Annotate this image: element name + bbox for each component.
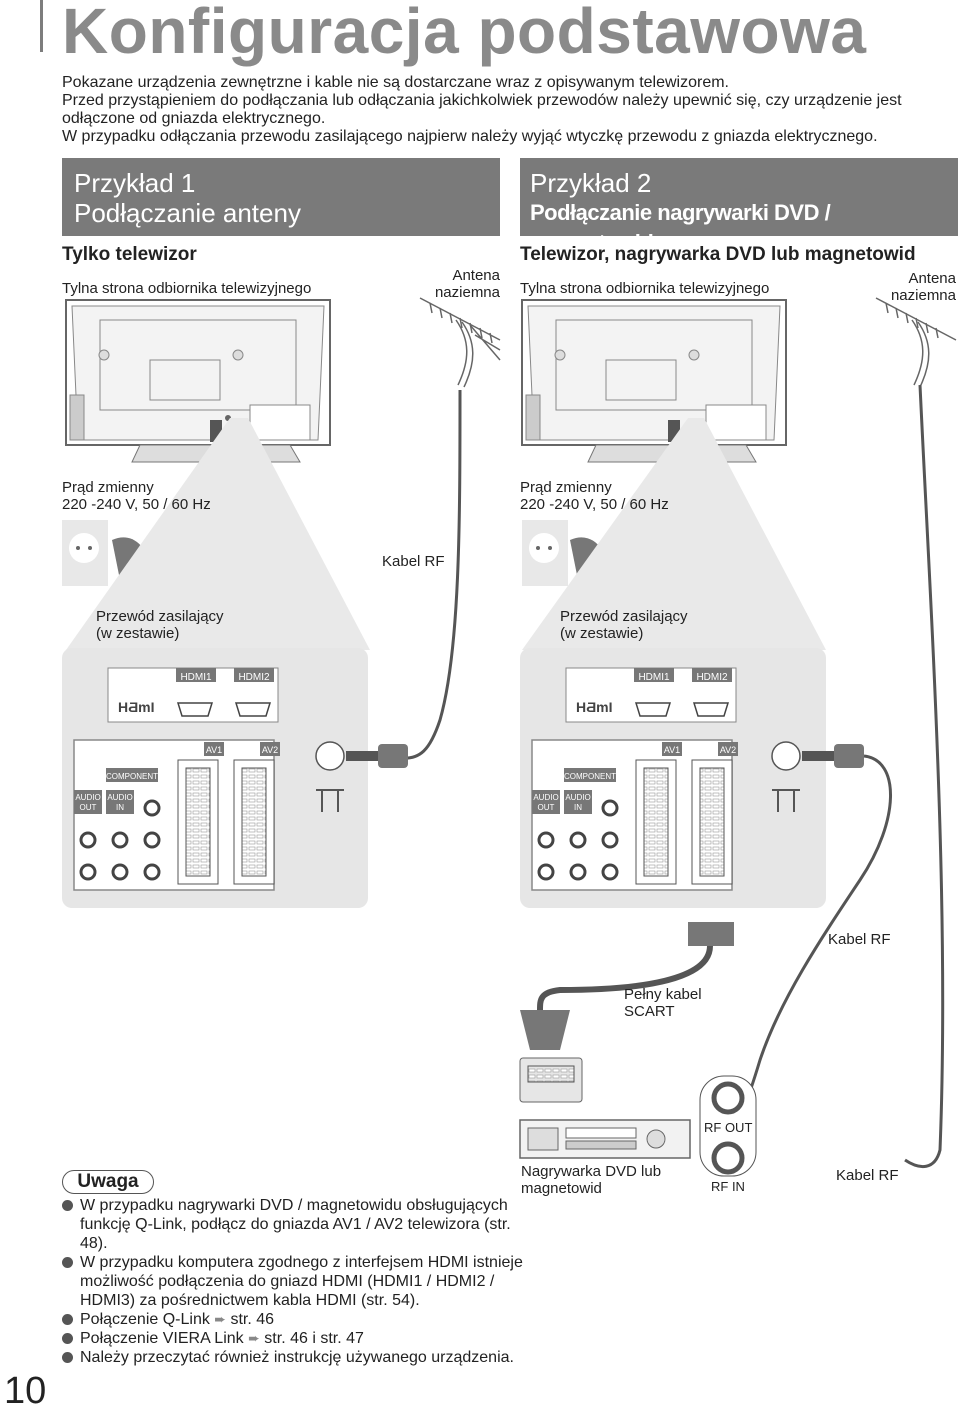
viera-ref: str. 46 i str. 47 (264, 1330, 364, 1347)
recorder-line1: Nagrywarka DVD lub (521, 1163, 662, 1180)
example2-ac-label: Prąd zmienny 220 -240 V, 50 / 60 Hz (520, 479, 669, 513)
scart-plug-bottom (520, 1010, 570, 1050)
rf-plug-example2 (834, 744, 864, 768)
example2-power-line1: Przewód zasilający (560, 608, 688, 625)
note-item-last: Należy przeczytać również instrukcję uży… (62, 1348, 532, 1367)
example1-heading: Przykład 1 (74, 168, 196, 198)
av1-label-2: AV1 (664, 745, 680, 755)
audio-in-label-2b: IN (574, 803, 582, 812)
example2-antenna-label: Antena naziemna (870, 270, 956, 304)
example2-rf-cable-bottom-label: Kabel RF (836, 1167, 899, 1184)
page-number: 10 (4, 1370, 47, 1412)
example1-power-cord-label: Przewód zasilający (w zestawie) (96, 608, 224, 642)
intro-text: Pokazane urządzenia zewnętrzne i kable n… (62, 74, 952, 146)
audio-in-label-1b: AUDIO (565, 793, 590, 802)
zoom-wedge-example2 (522, 418, 826, 650)
audio-in-label-2: IN (116, 803, 124, 812)
note-item-qlink: Połączenie Q-Link ➨ str. 46 (62, 1310, 532, 1329)
audio-out-label-1b: AUDIO (533, 793, 558, 802)
note-item-1: W przypadku nagrywarki DVD / magnetowidu… (62, 1196, 532, 1253)
example1-antenna-line2: naziemna (434, 284, 500, 301)
notes-title: Uwaga (62, 1170, 154, 1194)
power-outlet-example1 (62, 520, 108, 586)
example1-antenna-line1: Antena (452, 267, 500, 284)
page-title: Konfiguracja podstawowa (62, 0, 867, 67)
note-item-viera: Połączenie VIERA Link ➨ str. 46 i str. 4… (62, 1329, 532, 1348)
scart-cable (537, 945, 713, 1011)
recorder-line2: magnetowid (521, 1180, 602, 1197)
example1-antenna-label: Antena naziemna (420, 267, 500, 301)
example2-heading: Przykład 2 (530, 168, 652, 198)
example2-ac-line2: 220 -240 V, 50 / 60 Hz (520, 496, 669, 513)
terminal-panel-example1: HDMI1 HDMI2 HƋmI COMPONENT AUDIO OUT AUD… (62, 648, 368, 908)
example2-ac-line1: Prąd zmienny (520, 479, 612, 496)
power-outlet-example2 (522, 520, 568, 586)
intro-line-1: Pokazane urządzenia zewnętrzne i kable n… (62, 74, 729, 91)
intro-line-2: Przed przystąpieniem do podłączania lub … (62, 92, 902, 127)
recorder-label: Nagrywarka DVD lub magnetowid (521, 1163, 661, 1197)
example2-rear-label: Tylna strona odbiornika telewizyjnego (520, 280, 770, 297)
component-label: COMPONENT (106, 772, 158, 781)
intro-line-3: W przypadku odłączania przewodu zasilają… (62, 128, 878, 145)
av1-label: AV1 (206, 745, 222, 755)
title-bar-accent (40, 0, 43, 52)
example1-subtitle: Tylko telewizor (62, 244, 197, 265)
example2-power-cord-label: Przewód zasilający (w zestawie) (560, 608, 688, 642)
dvd-recorder (519, 1119, 691, 1159)
recorder-rf-sockets (699, 1075, 757, 1177)
example1-ac-line2: 220 -240 V, 50 / 60 Hz (62, 496, 211, 513)
terminal-panel-example2: HDMI1 HDMI2 HƋmI COMPONENT AUDIO OUT AUD… (520, 648, 826, 908)
example2-subheading: Podłączanie nagrywarki DVD / magnetowidu (530, 200, 831, 255)
scart-plug-top (688, 922, 734, 946)
example1-header: Przykład 1 Podłączanie anteny (62, 158, 500, 236)
audio-in-label-1: AUDIO (107, 793, 132, 802)
example2-header: Przykład 2 Podłączanie nagrywarki DVD / … (520, 158, 958, 255)
hdmi1-label: HDMI1 (180, 672, 212, 683)
example2-scart-line1: Pełny kabel (624, 986, 702, 1003)
example1-subheading: Podłączanie anteny (74, 198, 301, 228)
example1-power-line1: Przewód zasilający (96, 608, 224, 625)
tv-rear-example2 (521, 299, 787, 463)
example1-rf-cable-label: Kabel RF (382, 553, 445, 570)
hdmi-logo-example2: HƋmI (576, 699, 613, 715)
av2-label-2: AV2 (720, 745, 736, 755)
example1-ac-line1: Prąd zmienny (62, 479, 154, 496)
hdmi2-label: HDMI2 (238, 672, 270, 683)
example2-scart-line2: SCART (624, 1003, 675, 1020)
rf-cable-antenna-to-recorder (904, 384, 945, 1169)
example2-rf-cable-top-label: Kabel RF (828, 931, 891, 948)
audio-out-label-2: OUT (80, 803, 97, 812)
audio-out-label-1: AUDIO (75, 793, 100, 802)
example2-antenna-line1: Antena (908, 270, 956, 287)
example2-subtitle: Telewizor, nagrywarka DVD lub magnetowid (520, 244, 916, 265)
example1-rear-label: Tylna strona odbiornika telewizyjnego (62, 280, 312, 297)
hdmi-logo-example1: HƋmI (118, 699, 155, 715)
qlink-ref: str. 46 (230, 1311, 275, 1328)
hdmi1-label-2: HDMI1 (638, 672, 670, 683)
rf-out-label: RF OUT (704, 1120, 753, 1135)
antenna-example1 (419, 297, 501, 388)
example2-scart-label: Pełny kabel SCART (624, 986, 702, 1020)
audio-out-label-2b: OUT (538, 803, 555, 812)
qlink-label: Połączenie Q-Link (80, 1311, 210, 1328)
hdmi2-label-2: HDMI2 (696, 672, 728, 683)
example1-ac-label: Prąd zmienny 220 -240 V, 50 / 60 Hz (62, 479, 211, 513)
example2-antenna-line2: naziemna (890, 287, 956, 304)
rf-cable-antenna-example1 (399, 389, 462, 760)
av2-label: AV2 (262, 745, 278, 755)
rf-in-label: RF IN (711, 1179, 745, 1194)
antenna-example2 (875, 297, 957, 388)
rf-plug-example1 (378, 744, 408, 768)
tv-rear-example1 (65, 299, 331, 463)
example2-power-line2: (w zestawie) (560, 625, 644, 642)
arrow-icon: ➨ (214, 1311, 227, 1327)
viera-label: Połączenie VIERA Link (80, 1330, 244, 1347)
component-label-2: COMPONENT (564, 772, 616, 781)
notes-list: W przypadku nagrywarki DVD / magnetowidu… (62, 1196, 532, 1367)
example1-power-line2: (w zestawie) (96, 625, 180, 642)
arrow-icon: ➨ (248, 1330, 260, 1346)
zoom-wedge-example1 (66, 418, 370, 650)
note-item-2: W przypadku komputera zgodnego z interfe… (62, 1253, 532, 1310)
